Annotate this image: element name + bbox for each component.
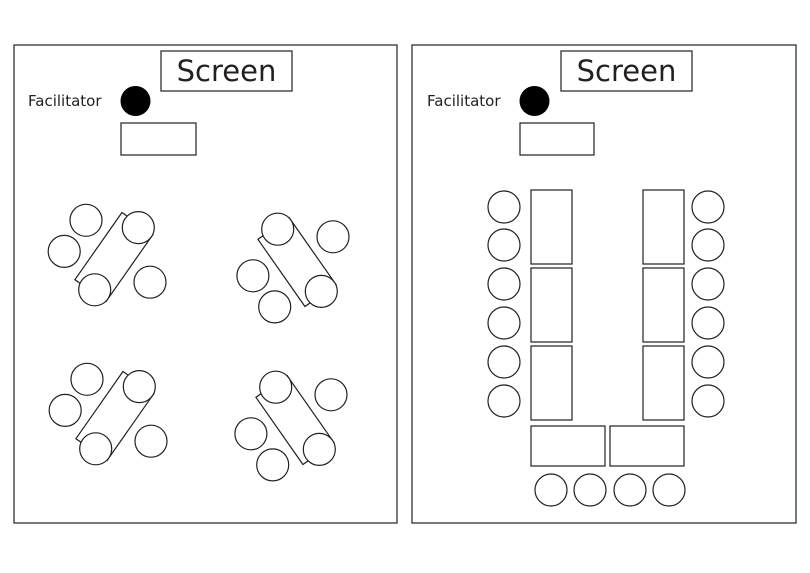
chair [314, 378, 348, 412]
panel-right: Screen Facilitator [411, 44, 797, 524]
chair [316, 220, 350, 254]
table-cluster [234, 370, 348, 482]
chair [261, 212, 295, 246]
table-cluster [48, 362, 168, 466]
table [642, 189, 685, 265]
table [642, 345, 685, 421]
chair [691, 306, 725, 340]
chair [79, 432, 113, 466]
facilitator-table [120, 122, 197, 156]
chair [234, 417, 268, 451]
facilitator-label: Facilitator [28, 92, 102, 110]
chair [487, 267, 521, 301]
table [530, 189, 573, 265]
chair [256, 448, 290, 482]
chair [691, 384, 725, 418]
chair [487, 345, 521, 379]
screen-label: Screen [177, 54, 277, 88]
chair [121, 211, 155, 245]
panel-frame [13, 44, 398, 524]
table [530, 267, 573, 343]
table [642, 267, 685, 343]
chair [304, 274, 338, 308]
chair [259, 370, 293, 404]
u-shape-tables [487, 189, 725, 507]
chair [48, 393, 82, 427]
chair [69, 203, 103, 237]
screen-box [160, 50, 293, 92]
chair [134, 424, 168, 458]
chair [236, 259, 270, 293]
facilitator-table [519, 122, 595, 156]
chair [691, 267, 725, 301]
table [530, 425, 606, 467]
chair [613, 473, 647, 507]
chair [691, 228, 725, 262]
panel-left: Screen Facilitator [13, 44, 398, 524]
facilitator-dot [519, 86, 550, 116]
table-cluster [236, 212, 350, 324]
chair [691, 345, 725, 379]
screen-label: Screen [577, 54, 677, 88]
facilitator-dot [120, 86, 151, 116]
table-cluster [47, 203, 167, 307]
table-clusters [47, 203, 350, 482]
table [530, 345, 573, 421]
chair [302, 432, 336, 466]
chair [258, 290, 292, 324]
chair [70, 362, 104, 396]
chair [78, 273, 112, 307]
chair [487, 228, 521, 262]
chair [133, 265, 167, 299]
chair [573, 473, 607, 507]
chair [47, 234, 81, 268]
facilitator-label: Facilitator [427, 92, 501, 110]
chair [487, 384, 521, 418]
chair [122, 370, 156, 404]
chair [652, 473, 686, 507]
chair [487, 190, 521, 224]
chair [691, 190, 725, 224]
screen-box [560, 50, 693, 92]
chair [487, 306, 521, 340]
table [609, 425, 685, 467]
chair [534, 473, 568, 507]
